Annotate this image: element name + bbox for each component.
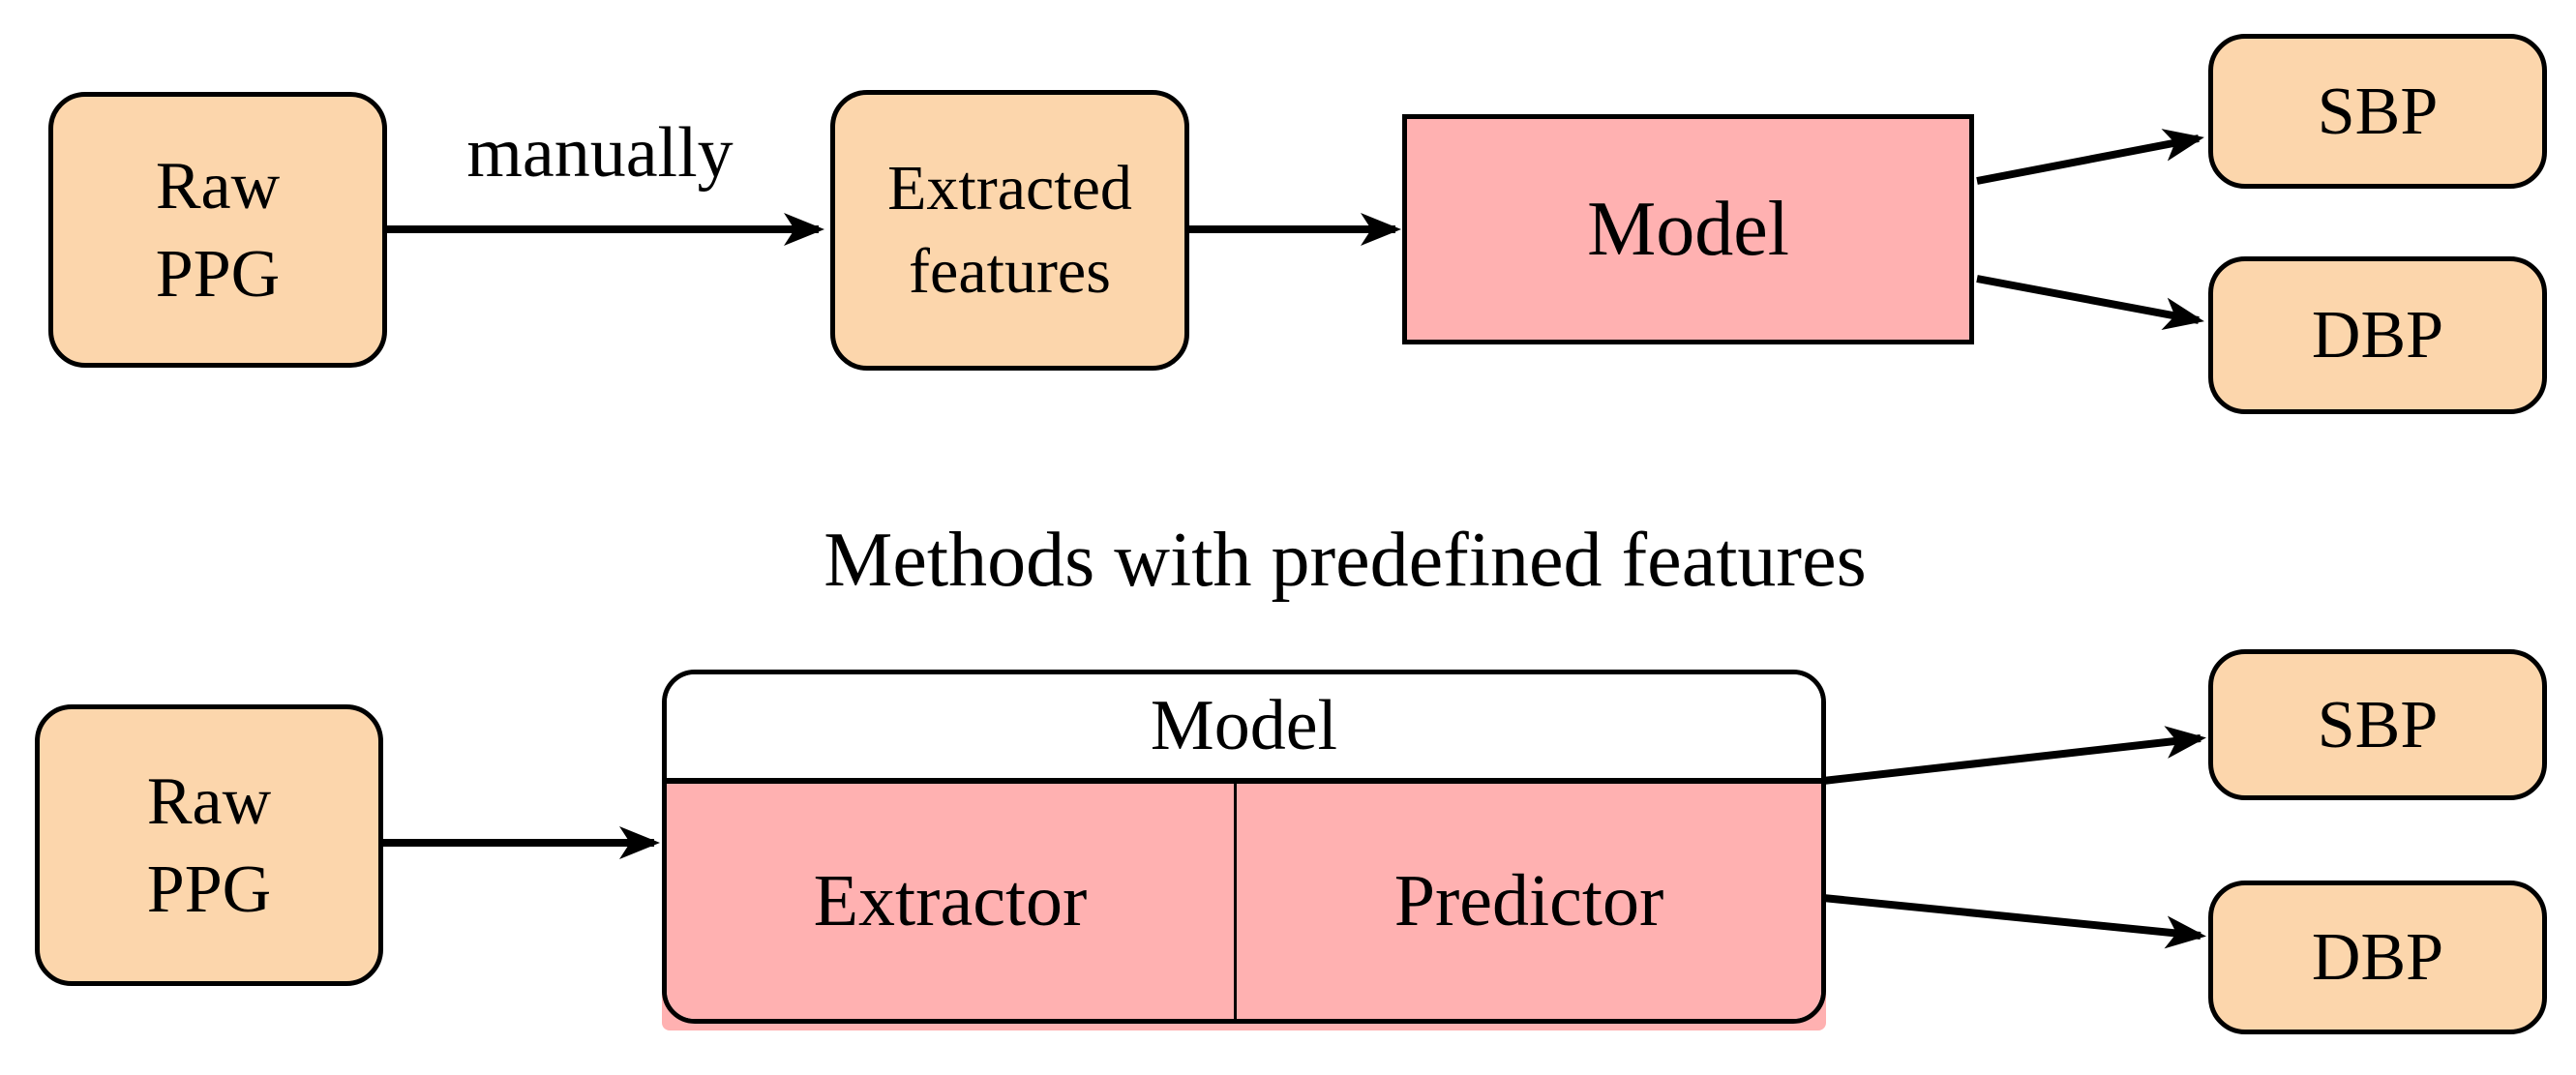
node-label-line: Raw	[155, 148, 281, 224]
node-label-line: features	[909, 236, 1111, 307]
arrow-container-to-sbp-bottom	[1822, 726, 2206, 785]
node-label: Model	[1150, 686, 1338, 765]
model-container-body: Extractor Predictor	[667, 784, 1821, 1019]
node-label: Model	[1587, 187, 1789, 272]
node-label: SBP	[2317, 74, 2439, 149]
node-label: Raw PPG	[156, 142, 280, 318]
node-label: DBP	[2311, 298, 2444, 373]
node-label: DBP	[2311, 920, 2444, 995]
node-dbp-top: DBP	[2208, 256, 2547, 414]
node-raw-ppg-bottom: Raw PPG	[35, 704, 383, 986]
node-label-line: PPG	[155, 236, 281, 312]
node-raw-ppg-top: Raw PPG	[48, 92, 387, 368]
node-label: Extractor	[813, 860, 1088, 941]
edge-label-manually: manually	[466, 113, 734, 193]
node-label: Raw PPG	[147, 758, 271, 934]
node-label: Extracted features	[887, 147, 1132, 314]
node-dbp-bottom: DBP	[2208, 881, 2547, 1034]
arrow-model-to-dbp-top	[1976, 275, 2204, 331]
node-predictor: Predictor	[1237, 784, 1821, 1019]
arrow-model-to-sbp-top	[1976, 129, 2204, 185]
node-label-line: Extracted	[887, 153, 1132, 224]
caption-methods-predefined-features: Methods with predefined features	[824, 518, 1867, 603]
node-label: Predictor	[1393, 860, 1664, 941]
node-label-line: PPG	[146, 851, 272, 927]
node-model-top: Model	[1402, 114, 1974, 344]
node-extracted-features: Extracted features	[830, 90, 1189, 371]
node-label: SBP	[2317, 687, 2439, 762]
node-sbp-top: SBP	[2208, 34, 2547, 189]
node-label-line: Raw	[146, 763, 272, 839]
node-model-container: Model Extractor Predictor	[662, 670, 1826, 1024]
arrow-container-to-dbp-bottom	[1822, 894, 2206, 949]
model-container-header: Model	[667, 674, 1821, 784]
node-extractor: Extractor	[667, 784, 1237, 1019]
node-sbp-bottom: SBP	[2208, 649, 2547, 800]
